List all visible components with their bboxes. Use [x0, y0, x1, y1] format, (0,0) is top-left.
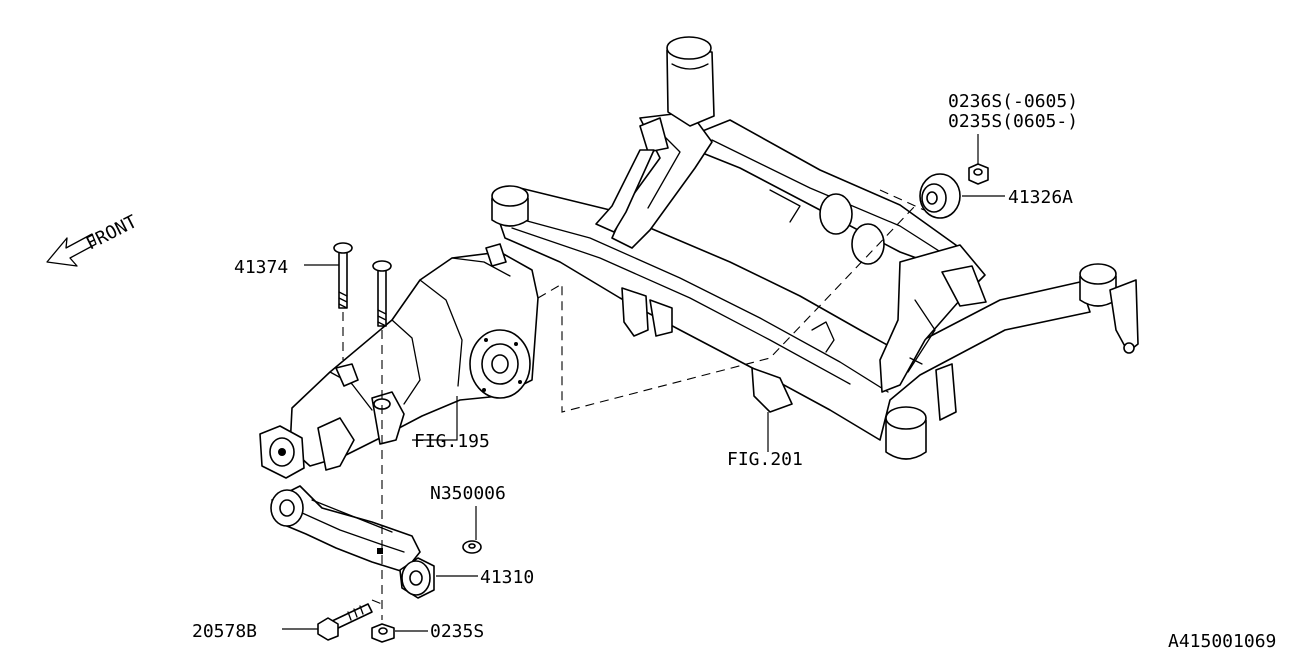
subframe-bracket-left: [621, 287, 649, 337]
mount-member-41310: [270, 485, 435, 599]
label-fig195: FIG.195: [414, 431, 490, 452]
subframe-end-bottom: [885, 419, 927, 460]
subframe-bracket-bottom: [751, 367, 793, 413]
rear-subframe: [491, 36, 1139, 460]
subframe-rear-crossmember: [491, 187, 1091, 441]
part-labels: 41374 FIG.195 FIG.201 0236S(-0605) 0235S…: [192, 91, 1276, 652]
label-0236S: 0236S(-0605): [948, 91, 1078, 112]
label-0235S-top: 0235S(0605-): [948, 111, 1078, 132]
label-20578B: 20578B: [192, 621, 257, 642]
front-arrow: FRONT: [46, 211, 141, 267]
subframe-tower-left: [666, 49, 715, 127]
label-fig201: FIG.201: [727, 449, 803, 470]
differential: [259, 243, 539, 479]
label-41326A: 41326A: [1008, 187, 1073, 208]
subframe-socket-a: [819, 193, 853, 235]
front-label: FRONT: [83, 211, 141, 254]
label-0235S-bottom: 0235S: [430, 621, 484, 642]
alignment-lines: [342, 189, 925, 620]
subframe-socket-b: [851, 223, 885, 265]
front-arrow-icon: [46, 233, 97, 267]
bolts-41374: [333, 242, 392, 327]
label-N350006: N350006: [430, 483, 506, 504]
label-41374: 41374: [234, 257, 288, 278]
leader-lines: [282, 134, 1005, 632]
subframe-left-rail: [611, 111, 713, 249]
label-41310: 41310: [480, 567, 534, 588]
diagram-id: A415001069: [1168, 631, 1276, 652]
